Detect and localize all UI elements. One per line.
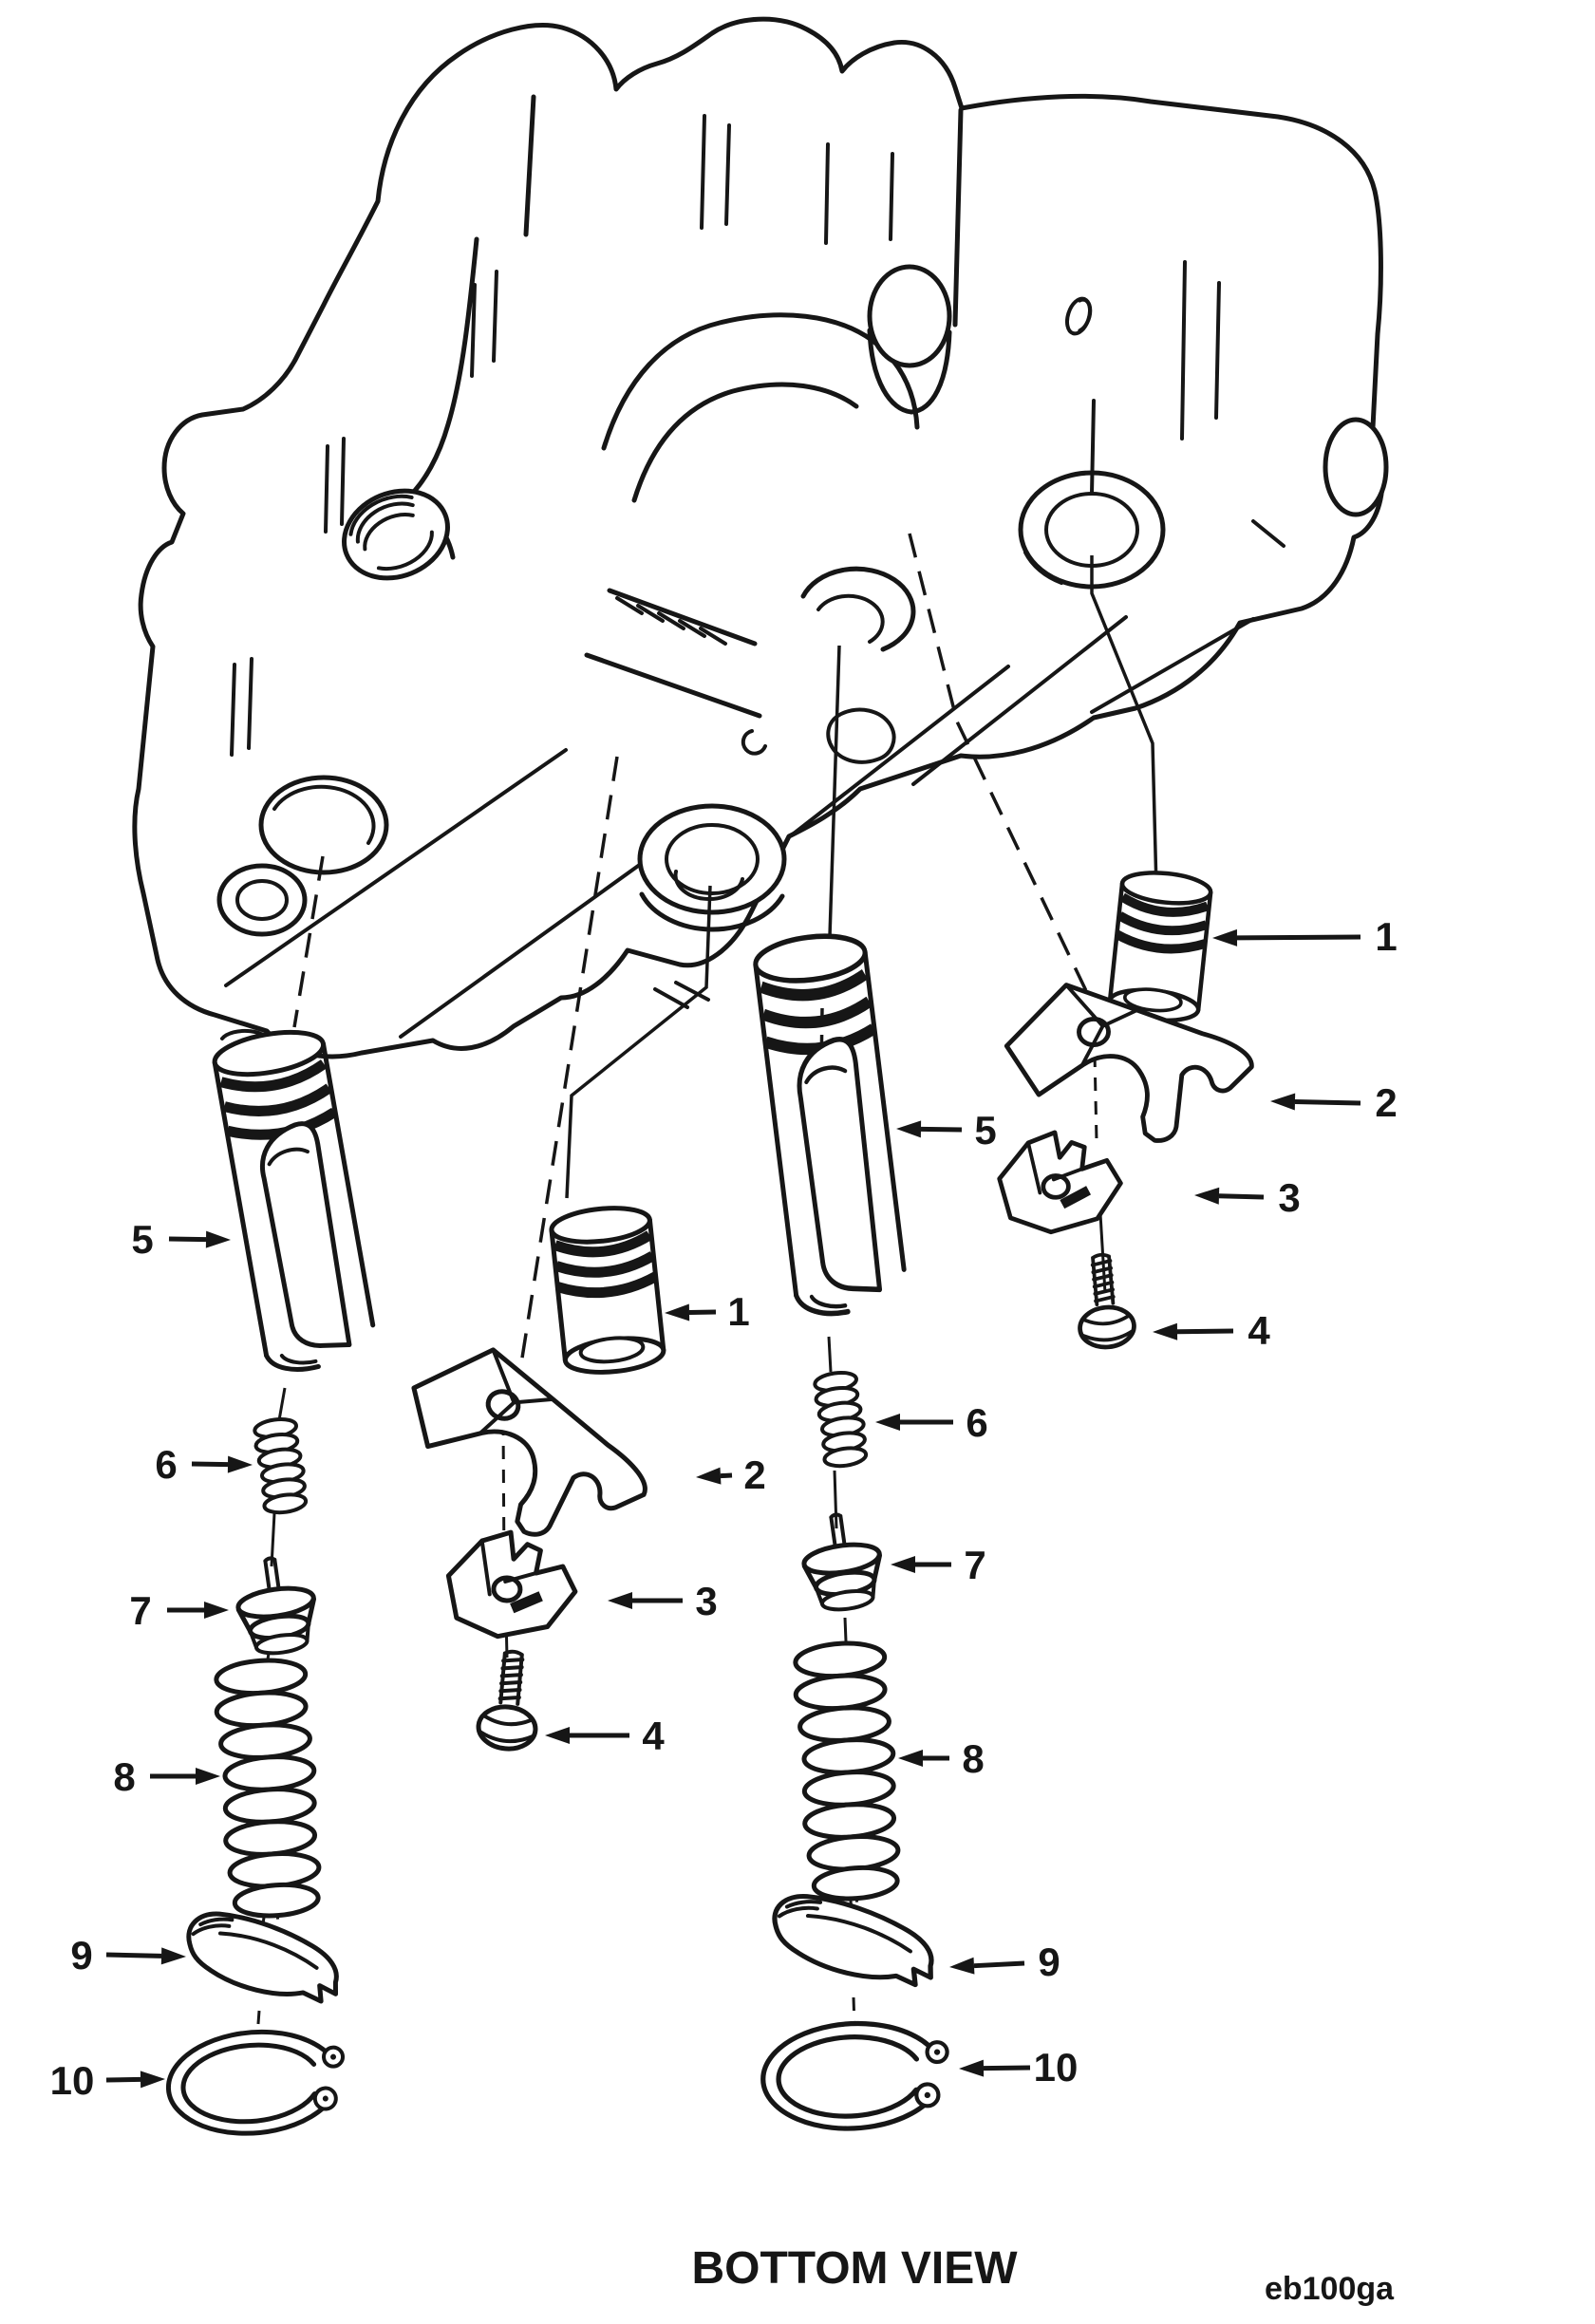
mount-hole-right-edge bbox=[1323, 417, 1389, 517]
callout-arrowhead bbox=[898, 1750, 923, 1767]
lifter-bore-left bbox=[216, 775, 389, 937]
callout-6-mid-right: 6 bbox=[875, 1400, 988, 1445]
part-6-small-spring-left bbox=[251, 1415, 311, 1517]
callout-8-mid-right: 8 bbox=[898, 1736, 985, 1781]
callout-layer: 5 6 7 8 9 10 1 2 3 4 5 6 7 8 9 10 1 2 3 4 bbox=[50, 914, 1398, 2103]
callout-2-right: 2 bbox=[1270, 1080, 1398, 1125]
callout-arrowhead bbox=[545, 1727, 570, 1744]
callout-arrowhead bbox=[227, 1455, 253, 1473]
callout-arrowhead bbox=[205, 1230, 231, 1248]
caption-bottom-view: BOTTOM VIEW bbox=[691, 2243, 1018, 2294]
callout-number-2: 2 bbox=[1375, 1080, 1397, 1125]
callout-number-4: 4 bbox=[1248, 1308, 1270, 1353]
lifter-bore-center-upper bbox=[800, 566, 916, 652]
callout-number-7: 7 bbox=[129, 1588, 151, 1633]
callout-number-1: 1 bbox=[727, 1289, 749, 1334]
callout-number-6: 6 bbox=[966, 1400, 987, 1445]
callout-10-mid-right: 10 bbox=[959, 2045, 1078, 2090]
part-10-snap-ring-right bbox=[760, 2018, 951, 2132]
exploded-parts bbox=[164, 869, 1254, 2140]
callout-number-8: 8 bbox=[962, 1736, 984, 1781]
part-10-snap-ring-left bbox=[164, 2025, 348, 2141]
part-5-lifter-sleeve-right bbox=[753, 930, 908, 1318]
part-1-plug-right bbox=[1108, 869, 1211, 1024]
part-8-valve-spring-right bbox=[793, 1640, 904, 1905]
callout-number-4: 4 bbox=[642, 1714, 665, 1758]
housing-hatching bbox=[230, 114, 1285, 1009]
part-4-bolt-middle bbox=[477, 1649, 542, 1751]
part-6-small-spring-right bbox=[811, 1368, 872, 1471]
callout-7-left: 7 bbox=[129, 1588, 229, 1633]
callout-number-5: 5 bbox=[974, 1108, 996, 1153]
callout-arrowhead bbox=[140, 2071, 165, 2089]
callout-4-right: 4 bbox=[1153, 1308, 1270, 1353]
callout-arrowhead bbox=[959, 2059, 985, 2077]
callout-number-6: 6 bbox=[155, 1442, 177, 1487]
callout-arrowhead bbox=[196, 1768, 220, 1785]
cylinder-head-housing bbox=[132, 16, 1389, 1059]
callout-number-7: 7 bbox=[964, 1543, 985, 1587]
housing-bores bbox=[216, 264, 1389, 937]
callout-9-left: 9 bbox=[70, 1933, 186, 1977]
callout-arrowhead bbox=[949, 1957, 975, 1975]
threaded-hole-left bbox=[342, 488, 450, 581]
callout-3-right: 3 bbox=[1194, 1175, 1301, 1220]
callout-number-2: 2 bbox=[743, 1452, 765, 1497]
part-1-plug-middle bbox=[550, 1204, 665, 1377]
callout-arrowhead bbox=[875, 1414, 900, 1431]
callout-arrowhead bbox=[1270, 1093, 1296, 1111]
caption-figure-code: eb100ga bbox=[1264, 2271, 1395, 2307]
callout-2-middle: 2 bbox=[696, 1452, 766, 1497]
callout-4-middle: 4 bbox=[545, 1714, 665, 1758]
callout-arrowhead bbox=[891, 1556, 915, 1573]
callout-8-left: 8 bbox=[113, 1754, 220, 1799]
callout-6-left: 6 bbox=[155, 1442, 253, 1487]
callout-5-mid-right: 5 bbox=[896, 1108, 997, 1153]
part-5-lifter-sleeve-left bbox=[212, 1025, 379, 1376]
callout-number-9: 9 bbox=[1038, 1940, 1060, 1984]
part-9-follower-right bbox=[768, 1892, 941, 1987]
callout-5-left: 5 bbox=[131, 1217, 231, 1262]
callout-arrowhead bbox=[696, 1467, 722, 1485]
callout-number-5: 5 bbox=[131, 1217, 153, 1262]
callout-arrowhead bbox=[204, 1602, 229, 1619]
part-7-spring-seat-left bbox=[232, 1553, 320, 1658]
callout-number-9: 9 bbox=[70, 1933, 92, 1977]
callout-arrowhead bbox=[1194, 1187, 1220, 1205]
callout-number-3: 3 bbox=[695, 1579, 717, 1623]
callout-3-middle: 3 bbox=[608, 1579, 718, 1623]
callout-number-10: 10 bbox=[50, 2058, 95, 2103]
callout-arrowhead bbox=[1212, 928, 1238, 946]
callout-number-8: 8 bbox=[113, 1754, 135, 1799]
part-7-spring-seat-right bbox=[798, 1509, 886, 1614]
callout-number-3: 3 bbox=[1278, 1175, 1300, 1220]
part-9-follower-left bbox=[181, 1909, 345, 2003]
callout-arrowhead bbox=[160, 1947, 186, 1965]
callout-arrowhead bbox=[665, 1303, 690, 1321]
small-slot-hole bbox=[1065, 296, 1093, 336]
callout-arrowhead bbox=[608, 1592, 632, 1609]
part-8-valve-spring-left bbox=[214, 1658, 325, 1922]
part-3-bracket-middle bbox=[446, 1530, 577, 1640]
callout-10-left: 10 bbox=[50, 2058, 165, 2103]
callout-7-mid-right: 7 bbox=[891, 1543, 986, 1587]
callout-9-mid-right: 9 bbox=[949, 1940, 1060, 1984]
callout-arrowhead bbox=[896, 1120, 922, 1138]
part-3-bracket-right bbox=[997, 1129, 1123, 1234]
housing-inner-edges bbox=[220, 94, 1255, 1046]
lifter-bore-center bbox=[637, 803, 787, 932]
callout-1-right: 1 bbox=[1212, 914, 1398, 959]
callout-arrowhead bbox=[1153, 1322, 1178, 1340]
mount-hole-top-right bbox=[867, 264, 952, 415]
callout-number-1: 1 bbox=[1375, 914, 1397, 959]
callout-number-10: 10 bbox=[1034, 2045, 1079, 2090]
callout-1-middle: 1 bbox=[665, 1289, 750, 1334]
